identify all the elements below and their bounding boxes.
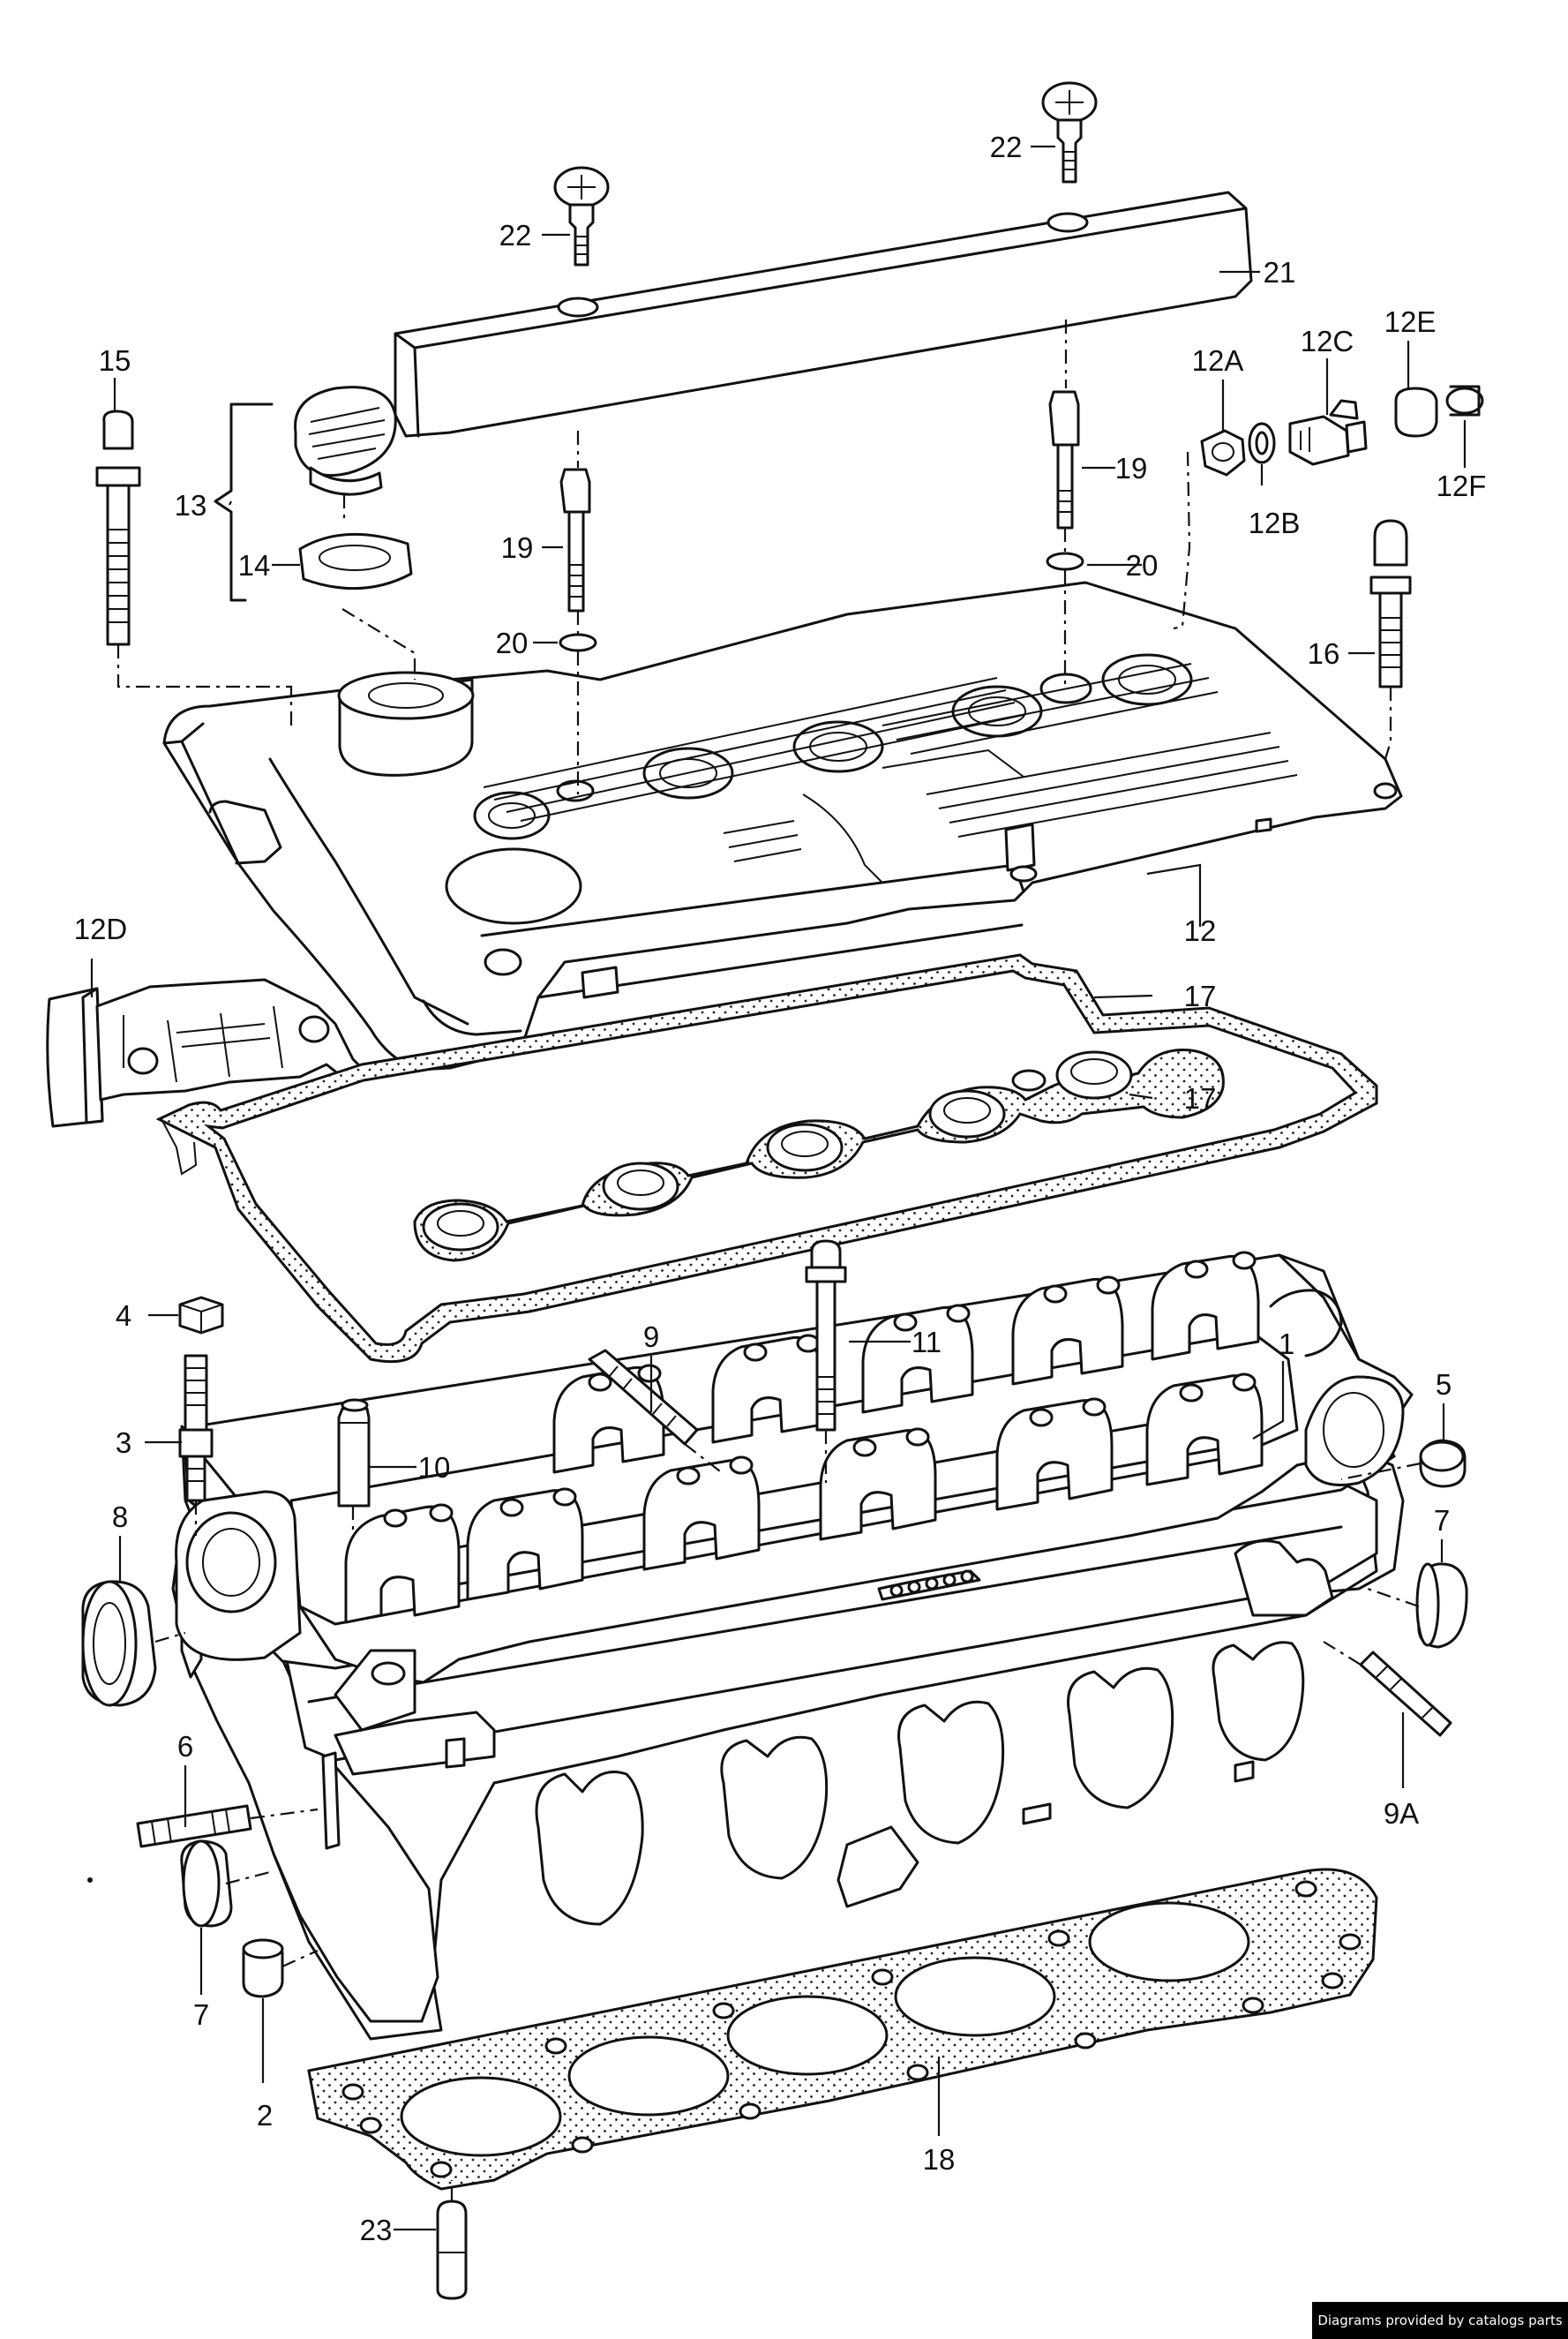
diagram-credit: Diagrams provided by catalogs parts bbox=[1312, 2302, 1568, 2339]
callout-6: 6 bbox=[177, 1730, 193, 1763]
callout-5: 5 bbox=[1436, 1368, 1452, 1401]
stray-dot bbox=[87, 1877, 93, 1883]
stud-6 bbox=[136, 1804, 252, 1848]
sensor-fittings bbox=[1200, 385, 1484, 477]
breather-12d bbox=[46, 978, 364, 1128]
callout-12a: 12A bbox=[1192, 344, 1244, 377]
stud-3 bbox=[178, 1354, 214, 1502]
callout-7-left: 7 bbox=[193, 1998, 209, 2031]
valve-cover-part bbox=[162, 581, 1403, 1072]
callout-14: 14 bbox=[238, 549, 271, 582]
bolt-11 bbox=[805, 1239, 847, 1432]
callout-12c: 12C bbox=[1301, 325, 1354, 357]
callout-12f: 12F bbox=[1437, 470, 1487, 502]
callout-7-right: 7 bbox=[1434, 1504, 1450, 1537]
callout-22-left: 22 bbox=[499, 219, 532, 252]
callout-19-right: 19 bbox=[1115, 452, 1148, 485]
nut-4 bbox=[178, 1296, 224, 1335]
callout-21: 21 bbox=[1264, 256, 1296, 289]
screw-22-right bbox=[1041, 81, 1098, 184]
callout-2: 2 bbox=[257, 2099, 273, 2132]
seal-8 bbox=[81, 1580, 157, 1707]
callout-17-upper: 17 bbox=[1184, 980, 1217, 1012]
callout-17-lower: 17 bbox=[1184, 1082, 1217, 1115]
callout-9: 9 bbox=[643, 1320, 659, 1353]
dowel-10 bbox=[337, 1398, 371, 1508]
callout-13: 13 bbox=[175, 489, 207, 522]
callout-20-left: 20 bbox=[496, 627, 529, 659]
callout-22-right: 22 bbox=[990, 131, 1023, 163]
callout-10: 10 bbox=[418, 1451, 451, 1484]
plug-7-left bbox=[180, 1839, 233, 1928]
callout-18: 18 bbox=[923, 2143, 956, 2176]
callout-12e: 12E bbox=[1384, 305, 1437, 338]
stud-19-right bbox=[1046, 390, 1084, 571]
stud-9a bbox=[1359, 1651, 1452, 1737]
callout-16: 16 bbox=[1308, 637, 1340, 670]
bracket-13 bbox=[214, 402, 274, 602]
stud-19-left bbox=[559, 468, 597, 652]
callout-12: 12 bbox=[1184, 914, 1217, 947]
screw-22-left bbox=[553, 166, 610, 267]
callout-4: 4 bbox=[116, 1299, 131, 1332]
oil-filler-cap bbox=[294, 386, 413, 590]
callout-3: 3 bbox=[116, 1426, 131, 1459]
callout-23: 23 bbox=[360, 2214, 393, 2246]
callout-1: 1 bbox=[1279, 1327, 1294, 1360]
cap-5 bbox=[1419, 1439, 1467, 1488]
leader-lines bbox=[90, 145, 1467, 2231]
assembly-lines bbox=[116, 320, 1422, 2201]
callout-15: 15 bbox=[99, 344, 131, 377]
pin-23 bbox=[436, 2200, 468, 2300]
callout-12b: 12B bbox=[1249, 507, 1301, 539]
cover-gasket-17-outer bbox=[155, 953, 1378, 1364]
stud-9 bbox=[588, 1349, 699, 1446]
bolt-15 bbox=[95, 410, 141, 646]
callout-20-right: 20 bbox=[1126, 549, 1159, 582]
upper-cover-part bbox=[394, 191, 1253, 438]
callout-9a: 9A bbox=[1384, 1797, 1419, 1830]
bolt-16 bbox=[1369, 519, 1412, 688]
callout-labels: 1 2 3 4 5 6 7 7 8 9 9A 10 11 12 12A 12B … bbox=[74, 131, 1487, 2246]
callout-19-left: 19 bbox=[501, 531, 534, 564]
sleeve-2 bbox=[242, 1938, 284, 1998]
callout-11: 11 bbox=[912, 1326, 942, 1358]
cover-gasket-17-inner bbox=[413, 1049, 1225, 1262]
callout-8: 8 bbox=[112, 1500, 128, 1533]
head-gasket-18 bbox=[307, 1868, 1378, 2191]
plug-7-right bbox=[1415, 1562, 1468, 1649]
callout-12d: 12D bbox=[74, 913, 128, 945]
